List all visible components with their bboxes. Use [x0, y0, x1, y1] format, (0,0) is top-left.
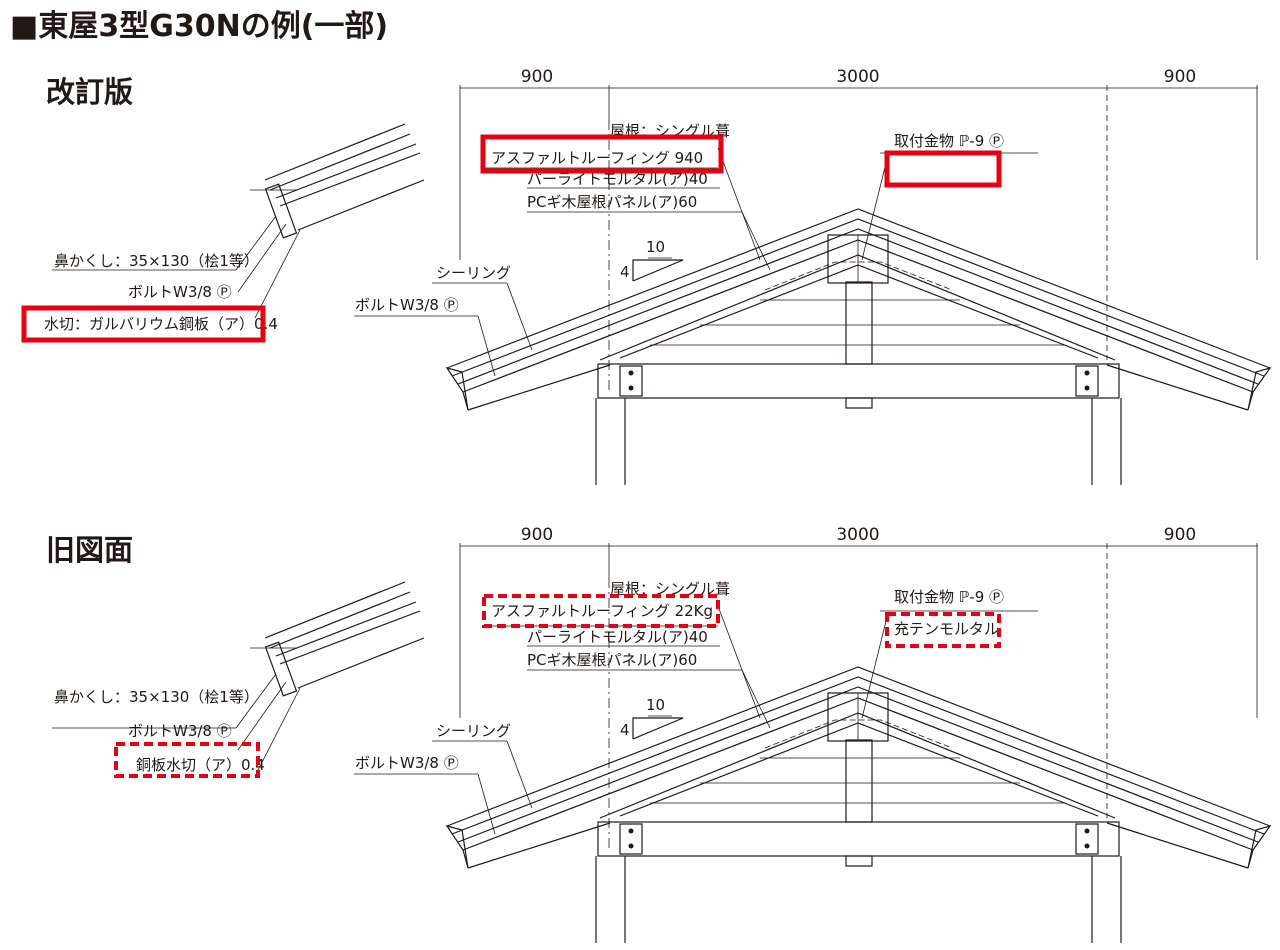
dim-right: 900	[1164, 67, 1196, 87]
dim-left: 900	[521, 67, 553, 87]
highlight-asphalt	[482, 594, 720, 628]
highlight-fitting-extra	[885, 612, 1001, 648]
label-bolt-main: ボルトW3/8 Ⓟ	[355, 754, 459, 772]
pitch-run: 10	[646, 238, 665, 256]
label-pc-panel: PCギ木屋根パネル(ア)60	[527, 651, 697, 669]
highlight-flashing	[114, 742, 260, 778]
page-title: ■東屋3型G30Nの例(一部)	[10, 9, 388, 44]
label-detail-bolt: ボルトW3/8 Ⓟ	[128, 283, 232, 301]
section-revised: 改訂版 900 3000 900 屋根：シングル葺 アスファルトルーフィング 9…	[21, 67, 1271, 486]
label-perlite: パーライトモルタル(ア)40	[527, 170, 708, 188]
dim-center: 3000	[836, 67, 879, 87]
elevation-drawing	[51, 84, 1271, 486]
label-pc-panel: PCギ木屋根パネル(ア)60	[527, 193, 697, 211]
label-roof: 屋根：シングル葺	[610, 580, 730, 598]
label-sealing: シーリング	[436, 264, 511, 282]
label-asphalt: アスファルトルーフィング 940	[491, 149, 703, 167]
section-heading: 改訂版	[46, 75, 133, 109]
pitch-rise: 4	[620, 721, 630, 739]
label-bolt-main: ボルトW3/8 Ⓟ	[355, 296, 459, 314]
label-sealing: シーリング	[436, 722, 511, 740]
label-fitting-extra: 充テンモルタル	[894, 620, 999, 638]
label-fitting: 取付金物 ℙ-9 Ⓟ	[894, 132, 1004, 150]
label-flashing: 銅板水切（ア）0.4	[136, 756, 265, 774]
pitch-run: 10	[646, 696, 665, 714]
section-old: 旧図面 900 3000 900 屋根：シングル葺 アスファルトルーフィング 2…	[46, 525, 1271, 944]
section-heading: 旧図面	[46, 533, 133, 567]
label-fascia: 鼻かくし：35×130（桧1等）	[54, 688, 259, 706]
label-asphalt: アスファルトルーフィング 22Kg	[491, 602, 713, 620]
label-detail-bolt: ボルトW3/8 Ⓟ	[128, 722, 232, 740]
highlight-fitting-extra	[884, 150, 1002, 188]
label-fascia: 鼻かくし：35×130（桧1等）	[54, 252, 259, 270]
highlight-asphalt	[480, 134, 724, 174]
dim-left: 900	[521, 525, 553, 545]
label-flashing: 水切：ガルバリウム鋼板（ア）0.4	[44, 315, 278, 333]
label-perlite: パーライトモルタル(ア)40	[527, 628, 708, 646]
dim-right: 900	[1164, 525, 1196, 545]
label-fitting: 取付金物 ℙ-9 Ⓟ	[894, 588, 1004, 606]
highlight-flashing	[21, 305, 266, 343]
dim-center: 3000	[836, 525, 879, 545]
pitch-rise: 4	[620, 263, 630, 281]
